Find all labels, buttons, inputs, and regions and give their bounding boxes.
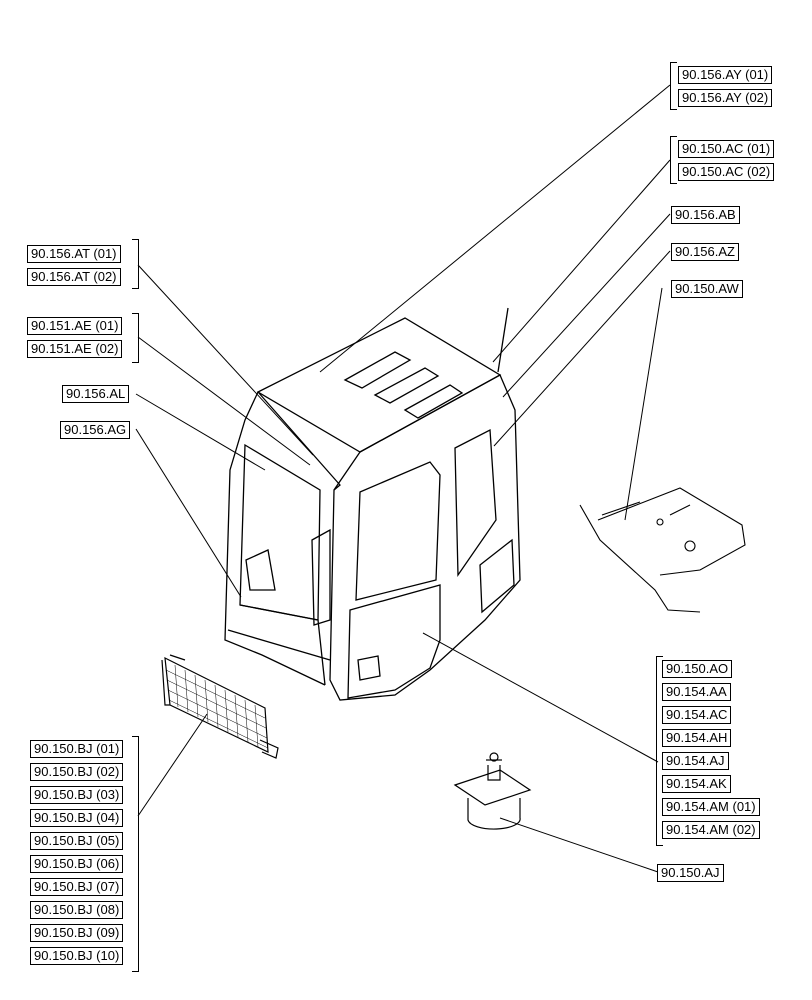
callout-90-156-ag[interactable]: 90.156.AG bbox=[60, 421, 131, 439]
bracket-ae bbox=[132, 313, 139, 363]
callout-90-150-ac-01[interactable]: 90.150.AC (01) bbox=[678, 140, 775, 158]
callout-90-156-ay-02[interactable]: 90.156.AY (02) bbox=[678, 89, 773, 107]
callout-90-150-bj-04[interactable]: 90.150.BJ (04) bbox=[30, 809, 124, 827]
callout-90-156-at-02[interactable]: 90.156.AT (02) bbox=[27, 268, 121, 286]
callout-90-156-az[interactable]: 90.156.AZ bbox=[671, 243, 739, 261]
callout-90-154-aa[interactable]: 90.154.AA bbox=[662, 683, 731, 701]
callout-90-150-ac-02[interactable]: 90.150.AC (02) bbox=[678, 163, 775, 181]
callout-90-156-al[interactable]: 90.156.AL bbox=[62, 385, 130, 403]
callout-90-150-bj-02[interactable]: 90.150.BJ (02) bbox=[30, 763, 124, 781]
bracket-at bbox=[132, 239, 139, 289]
callout-90-154-am-02[interactable]: 90.154.AM (02) bbox=[662, 821, 760, 839]
callout-90-150-bj-07[interactable]: 90.150.BJ (07) bbox=[30, 878, 124, 896]
callout-90-154-aj[interactable]: 90.154.AJ bbox=[662, 752, 729, 770]
bracket-ay bbox=[670, 62, 677, 110]
callout-90-150-bj-09[interactable]: 90.150.BJ (09) bbox=[30, 924, 124, 942]
callout-90-150-bj-10[interactable]: 90.150.BJ (10) bbox=[30, 947, 124, 965]
callout-90-156-ay-01[interactable]: 90.156.AY (01) bbox=[678, 66, 773, 84]
callout-90-150-bj-03[interactable]: 90.150.BJ (03) bbox=[30, 786, 124, 804]
callout-90-150-bj-06[interactable]: 90.150.BJ (06) bbox=[30, 855, 124, 873]
bracket-ac bbox=[670, 136, 677, 184]
callout-90-150-bj-08[interactable]: 90.150.BJ (08) bbox=[30, 901, 124, 919]
callout-90-150-ao[interactable]: 90.150.AO bbox=[662, 660, 733, 678]
callout-90-151-ae-01[interactable]: 90.151.AE (01) bbox=[27, 317, 123, 335]
callout-90-150-bj-05[interactable]: 90.150.BJ (05) bbox=[30, 832, 124, 850]
cab-mount bbox=[453, 752, 532, 830]
callout-90-154-ac[interactable]: 90.154.AC bbox=[662, 706, 732, 724]
callout-90-150-aj[interactable]: 90.150.AJ bbox=[657, 864, 724, 882]
callout-90-154-ah[interactable]: 90.154.AH bbox=[662, 729, 732, 747]
leader-lines bbox=[135, 84, 671, 873]
operator-cab bbox=[224, 307, 521, 701]
callout-90-156-at-01[interactable]: 90.156.AT (01) bbox=[27, 245, 121, 263]
callout-90-151-ae-02[interactable]: 90.151.AE (02) bbox=[27, 340, 123, 358]
callout-90-154-ak[interactable]: 90.154.AK bbox=[662, 775, 731, 793]
callout-90-154-am-01[interactable]: 90.154.AM (01) bbox=[662, 798, 760, 816]
bracket-group-right bbox=[656, 656, 663, 846]
guard-mesh bbox=[165, 664, 269, 749]
callout-90-156-ab[interactable]: 90.156.AB bbox=[671, 206, 740, 224]
callout-90-150-bj-01[interactable]: 90.150.BJ (01) bbox=[30, 740, 124, 758]
callout-90-150-aw[interactable]: 90.150.AW bbox=[671, 280, 743, 298]
front-screen-guard bbox=[161, 654, 279, 759]
floor-panel bbox=[579, 487, 746, 613]
bracket-bj bbox=[132, 736, 139, 972]
